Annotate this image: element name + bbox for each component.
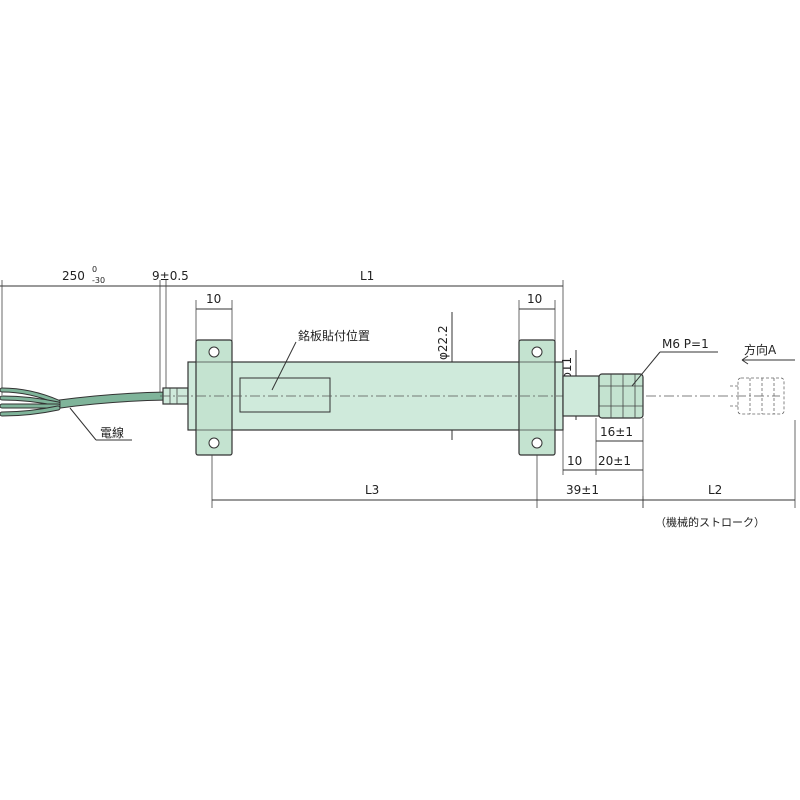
cable-tolerance-lower: -30 xyxy=(92,276,105,285)
direction-a-label: 方向A xyxy=(744,342,777,357)
body-diameter-label: φ22.2 xyxy=(436,325,450,360)
rod-offset-label: 39±1 xyxy=(566,483,599,497)
clamp-gap-label: 10 xyxy=(567,454,582,468)
mechanical-stroke-label: （機械的ストローク） xyxy=(655,515,765,529)
bottom-dimensions: 16±1 10 20±1 L3 39±1 L2 （機械的ストローク） xyxy=(211,418,796,529)
clamp-width-right-label: 10 xyxy=(527,292,542,306)
rod-extension-label: 20±1 xyxy=(598,454,631,468)
l1-label: L1 xyxy=(360,269,374,283)
cable-tolerance-upper: 0 xyxy=(92,265,97,274)
boot-offset-label: 9±0.5 xyxy=(152,269,189,283)
thread-spec-label: M6 P=1 xyxy=(662,337,709,351)
transducer-body: 銘板貼付位置 xyxy=(160,328,780,456)
cable-label: 電線 xyxy=(100,425,124,440)
cable-length-label: 250 xyxy=(62,269,85,283)
top-dimension-labels: 250 0 -30 9±0.5 L1 10 10 φ22.2 φ11 xyxy=(62,265,574,380)
l2-label: L2 xyxy=(708,483,722,497)
cable-assembly: 電線 xyxy=(0,387,189,441)
nameplate-position-label: 銘板貼付位置 xyxy=(298,328,370,343)
l3-label: L3 xyxy=(365,483,379,497)
rod-assembly: M6 P=1 方向A xyxy=(562,337,795,419)
clamp-width-left-label: 10 xyxy=(206,292,221,306)
rod-end-length-label: 16±1 xyxy=(600,425,633,439)
